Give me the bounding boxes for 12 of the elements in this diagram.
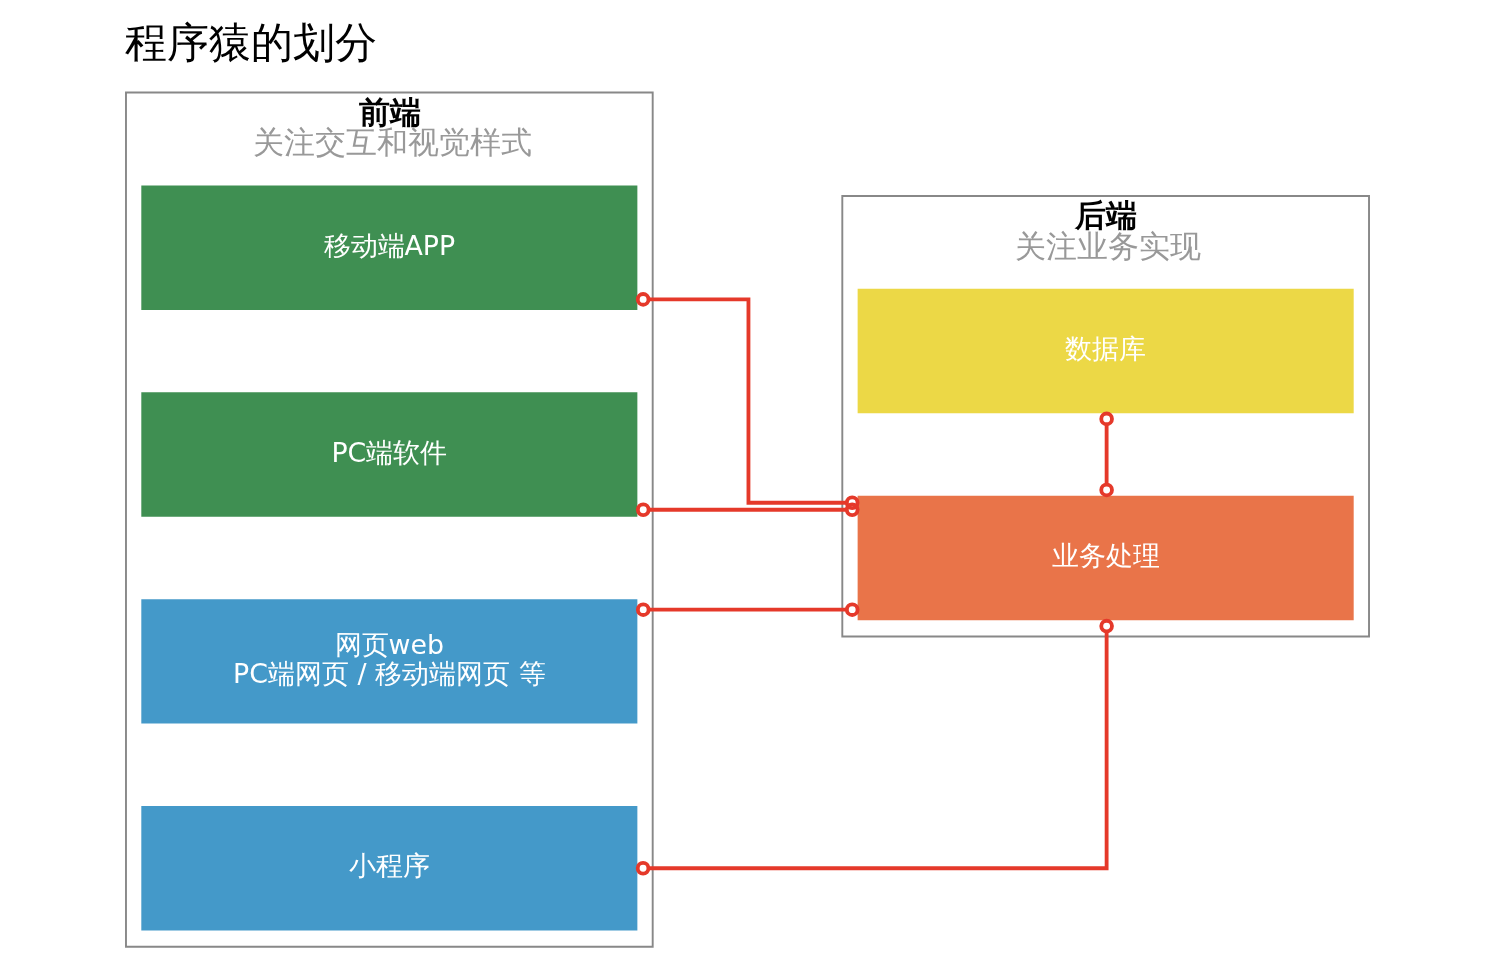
node-box: 数据库 xyxy=(857,288,1354,414)
connector xyxy=(635,618,1114,876)
node-box: 移动端APP xyxy=(140,185,637,310)
node-box: PC端软件 xyxy=(140,392,637,517)
node-box: 小程序 xyxy=(140,806,637,931)
connector xyxy=(635,292,859,510)
node-box: 业务处理 xyxy=(857,495,1354,621)
node-box: 网页web PC端网页 / 移动端网页 等 xyxy=(140,599,637,724)
diagram-title: 程序猿的划分 xyxy=(124,18,377,68)
connector xyxy=(635,602,859,617)
connector xyxy=(635,502,859,518)
connector xyxy=(1098,411,1114,498)
